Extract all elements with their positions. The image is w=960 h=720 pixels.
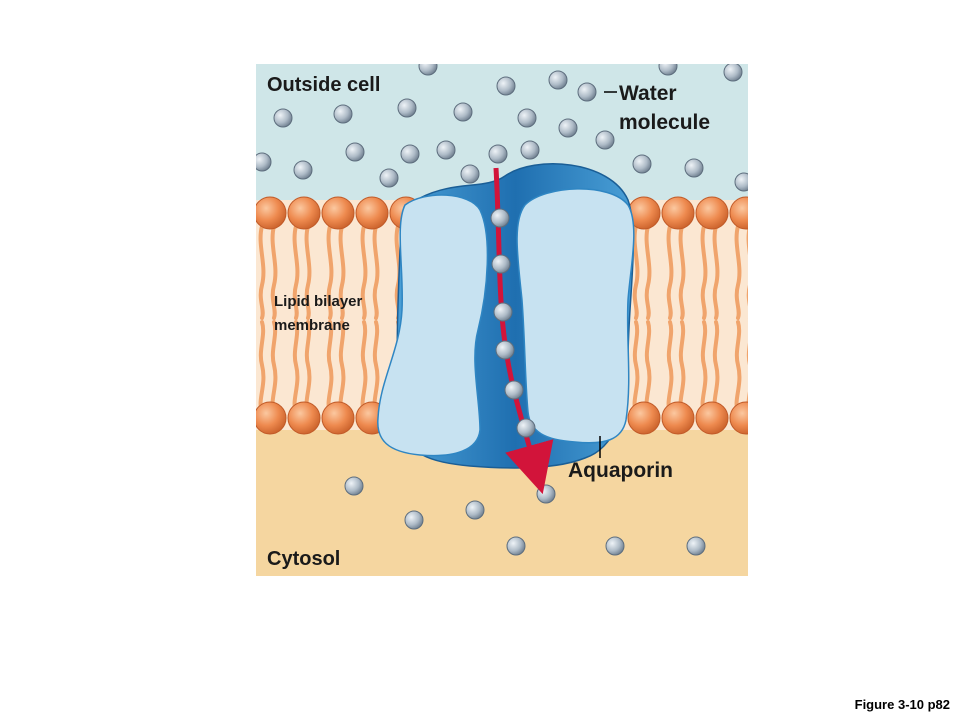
lipid-tail bbox=[304, 320, 312, 414]
water-molecule bbox=[400, 144, 420, 164]
channel-water-molecule bbox=[504, 380, 524, 400]
lipid-bilayer-label-line1: Lipid bilayer bbox=[274, 293, 363, 310]
water-molecule-label-line1: Water bbox=[619, 82, 677, 105]
lipid-tail bbox=[746, 225, 748, 318]
water-molecule bbox=[548, 70, 568, 90]
lipid-head bbox=[321, 401, 355, 435]
lipid-tail bbox=[712, 320, 720, 414]
lipid-tail bbox=[326, 224, 334, 320]
water-molecule bbox=[436, 140, 456, 160]
water-molecule bbox=[496, 76, 516, 96]
water-molecule bbox=[686, 536, 706, 556]
lipid-tail bbox=[644, 224, 652, 320]
water-molecule bbox=[488, 144, 508, 164]
lipid-tail bbox=[678, 224, 686, 320]
water-molecule bbox=[517, 108, 537, 128]
water-molecule bbox=[520, 140, 540, 160]
lipid-head bbox=[256, 196, 287, 230]
lipid-tail bbox=[326, 320, 334, 414]
lipid-tail bbox=[372, 320, 380, 414]
water-molecule bbox=[345, 142, 365, 162]
lipid-tail bbox=[292, 320, 300, 414]
aquaporin-protein bbox=[377, 163, 635, 469]
lipid-head bbox=[256, 401, 287, 435]
lipid-head bbox=[729, 196, 748, 230]
lipid-head bbox=[695, 401, 729, 435]
channel-water-molecule bbox=[491, 254, 511, 274]
lipid-tail bbox=[292, 224, 300, 320]
lipid-tail bbox=[746, 322, 748, 413]
water-molecule bbox=[256, 152, 272, 172]
lipid-tail bbox=[734, 320, 742, 414]
lipid-tail bbox=[632, 320, 640, 414]
water-molecule bbox=[397, 98, 417, 118]
channel-water-molecule bbox=[490, 208, 510, 228]
water-molecule bbox=[536, 484, 556, 504]
water-molecule bbox=[453, 102, 473, 122]
lipid-tail bbox=[644, 320, 652, 414]
cytosol-label: Cytosol bbox=[267, 548, 340, 570]
water-molecule bbox=[595, 130, 615, 150]
water-molecule bbox=[734, 172, 748, 192]
lipid-tail bbox=[734, 224, 742, 320]
channel-water-molecule bbox=[495, 340, 515, 360]
figure-caption: Figure 3-10 p82 bbox=[854, 697, 950, 712]
water-molecule bbox=[506, 536, 526, 556]
water-molecule bbox=[344, 476, 364, 496]
lipid-head bbox=[355, 196, 389, 230]
lipid-head bbox=[661, 401, 695, 435]
lipid-tail bbox=[270, 224, 278, 320]
outside-cell-label: Outside cell bbox=[267, 74, 380, 96]
water-molecule bbox=[379, 168, 399, 188]
lipid-head bbox=[627, 401, 661, 435]
lipid-tail bbox=[632, 224, 640, 320]
lipid-tail bbox=[712, 224, 720, 320]
lipid-bilayer-label-line2: membrane bbox=[274, 317, 350, 334]
lipid-tail bbox=[372, 224, 380, 320]
water-molecule bbox=[293, 160, 313, 180]
channel-water-molecule bbox=[516, 418, 536, 438]
aquaporin-right-lobe bbox=[516, 188, 635, 444]
water-molecule bbox=[684, 158, 704, 178]
lipid-tail bbox=[338, 224, 346, 320]
channel-water-molecules bbox=[490, 208, 536, 438]
water-molecule bbox=[658, 64, 678, 76]
lipid-head bbox=[661, 196, 695, 230]
lipid-head bbox=[321, 196, 355, 230]
water-molecule bbox=[723, 64, 743, 82]
lipid-head bbox=[729, 401, 748, 435]
water-molecule bbox=[404, 510, 424, 530]
lipid-tail bbox=[360, 320, 368, 414]
lipid-tail bbox=[700, 320, 708, 414]
water-molecule bbox=[632, 154, 652, 174]
lipid-tail bbox=[304, 224, 312, 320]
lipid-tail bbox=[666, 320, 674, 414]
channel-water-molecule bbox=[493, 302, 513, 322]
lipid-tail bbox=[258, 320, 266, 414]
water-molecule-label-line2: molecule bbox=[619, 111, 710, 134]
water-molecule bbox=[577, 82, 597, 102]
lipid-tail bbox=[678, 320, 686, 414]
aquaporin-label: Aquaporin bbox=[568, 459, 673, 482]
lipid-head bbox=[287, 196, 321, 230]
water-molecule bbox=[605, 536, 625, 556]
lipid-tail bbox=[360, 224, 368, 320]
water-molecule bbox=[273, 108, 293, 128]
water-molecule bbox=[418, 64, 438, 76]
lipid-tail bbox=[666, 224, 674, 320]
water-molecules bbox=[256, 64, 748, 556]
water-molecule bbox=[558, 118, 578, 138]
lipid-tail bbox=[338, 320, 346, 414]
lipid-tail bbox=[270, 320, 278, 414]
lipid-tail bbox=[700, 224, 708, 320]
water-molecule bbox=[465, 500, 485, 520]
water-molecule bbox=[460, 164, 480, 184]
lipid-head bbox=[695, 196, 729, 230]
aquaporin-left-lobe bbox=[377, 194, 489, 457]
water-molecule bbox=[333, 104, 353, 124]
lipid-tail bbox=[258, 224, 266, 320]
lipid-head bbox=[287, 401, 321, 435]
